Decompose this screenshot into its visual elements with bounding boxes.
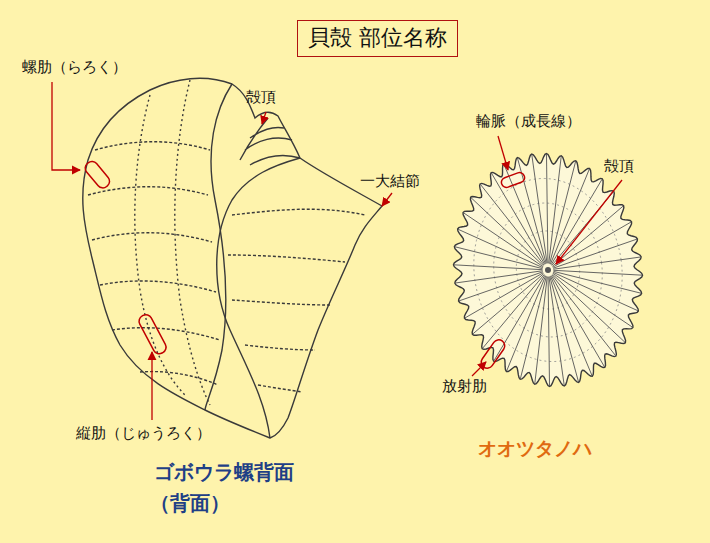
radial-rib [553, 273, 633, 327]
growth-line [474, 178, 622, 361]
specimen-name: ゴボウラ螺背面 [154, 460, 294, 484]
part-label: 放射肋 [442, 377, 487, 395]
radial-rib [548, 277, 549, 386]
radial-rib [552, 274, 625, 342]
conch-rib [88, 142, 220, 385]
specimen-name: オオツタノハ [478, 437, 592, 460]
radial-rib [552, 275, 616, 356]
part-label: 縦肋（じゅうろく） [76, 424, 211, 442]
leader-line [556, 180, 622, 264]
radial-rib [480, 184, 544, 265]
radial-rib [473, 274, 544, 334]
leader-line [262, 112, 266, 124]
conch-outline [83, 78, 382, 438]
radial-rib [553, 272, 638, 310]
specimen-note: （背面） [150, 491, 230, 515]
part-label: 殻頂 [604, 157, 634, 175]
apex-dot [545, 267, 551, 273]
radial-rib [551, 276, 593, 376]
conch-whorl [205, 84, 232, 410]
limpet-outline [453, 153, 642, 386]
radial-rib [532, 155, 547, 264]
radial-rib [458, 229, 543, 267]
radial-rib [459, 272, 543, 301]
highlight-mark [137, 313, 168, 356]
leader-line [472, 362, 486, 376]
leader-line [151, 352, 152, 420]
radial-rib [553, 257, 640, 269]
radial-rib [463, 213, 543, 267]
part-label: 螺肋（らろく） [22, 58, 127, 76]
part-label: 輪脈（成長線） [476, 112, 581, 130]
radial-rib [471, 198, 544, 266]
radial-rib [553, 239, 637, 268]
radial-rib [535, 277, 547, 384]
growth-line [494, 203, 603, 337]
leader-line [382, 193, 392, 206]
conch-spire [240, 118, 300, 165]
conch-whorl [217, 158, 300, 438]
conch-rib [228, 209, 365, 392]
part-label: 殻頂 [246, 88, 276, 106]
radial-rib [549, 156, 561, 263]
highlight-mark [83, 159, 112, 190]
radial-rib [455, 271, 542, 283]
radial-rib [465, 273, 543, 318]
highlight-mark [500, 171, 526, 189]
conch-rib [135, 80, 210, 405]
radial-rib [550, 276, 579, 381]
title-box: 貝殻 部位名称 [297, 20, 458, 57]
conch-drawing [83, 78, 382, 438]
leader-line [52, 82, 80, 170]
radial-rib [546, 154, 547, 263]
limpet-drawing [453, 153, 642, 386]
radial-rib [551, 179, 602, 265]
part-label: 一大結節 [360, 172, 420, 190]
radial-rib [553, 222, 631, 267]
radial-rib [483, 275, 545, 349]
radial-rib [549, 277, 564, 386]
leader-line [498, 136, 508, 170]
radial-rib [552, 206, 623, 266]
radial-rib [494, 275, 545, 361]
